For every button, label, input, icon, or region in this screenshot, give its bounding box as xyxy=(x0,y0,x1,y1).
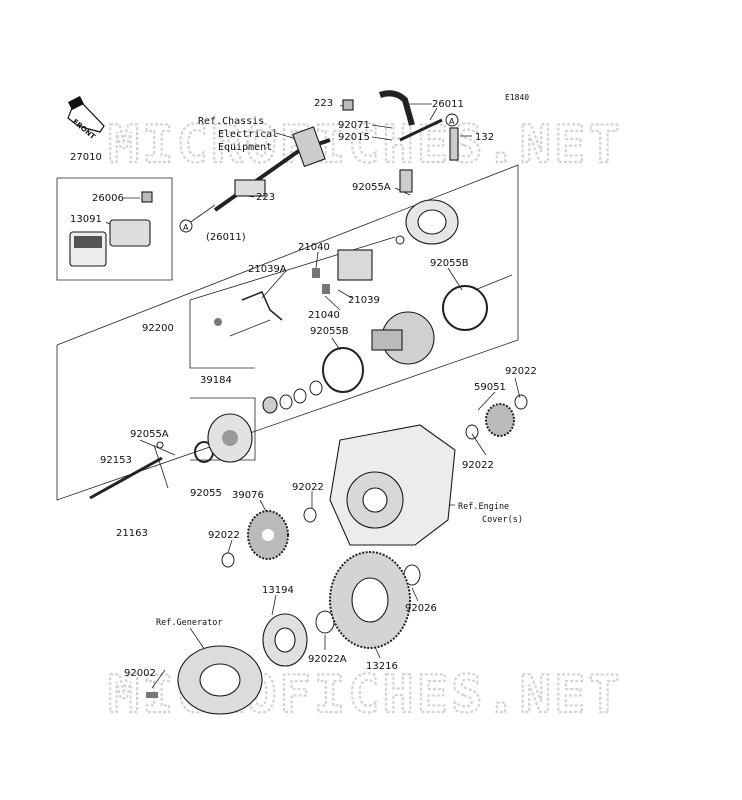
watermark-top: MICROFICHES.NET xyxy=(108,115,623,175)
svg-text:Cover(s): Cover(s) xyxy=(482,515,523,525)
part-label: 92055B xyxy=(310,326,349,337)
part-label: 59051 xyxy=(474,382,506,393)
part-label: 92022 xyxy=(462,460,494,471)
part-label: 26011 xyxy=(432,99,464,110)
part-label: (26011) xyxy=(206,232,246,243)
part-label: 92153 xyxy=(100,455,132,466)
part-label: 39184 xyxy=(200,375,232,386)
idle-gear-39076-icon xyxy=(247,510,289,560)
part-label: 92055A xyxy=(352,182,391,193)
armature-icon xyxy=(371,311,435,365)
svg-text:Electrical: Electrical xyxy=(218,129,278,140)
one-way-clutch-13194-icon xyxy=(262,613,308,667)
bolt-icon xyxy=(342,99,459,161)
part-label: 92022 xyxy=(505,366,537,377)
part-label: 92071 xyxy=(338,120,370,131)
relay-26006-icon xyxy=(109,191,153,247)
engine-cover-icon xyxy=(329,424,456,546)
marker-a-icon: A xyxy=(179,219,193,233)
part-label: 92026 xyxy=(405,603,437,614)
svg-text:Equipment: Equipment xyxy=(218,142,272,153)
part-label: 132 xyxy=(475,132,494,143)
gear-59051-icon xyxy=(485,403,515,437)
diagram-code: E1840 xyxy=(505,93,529,102)
part-label: 27010 xyxy=(70,152,102,163)
brush-plate-icon xyxy=(399,169,459,245)
part-label: 21039 xyxy=(348,295,380,306)
through-bolt-icon xyxy=(89,456,163,500)
part-label: 223 xyxy=(256,192,275,203)
part-labels: 223 26011 92071 92015 132 27010 26006 22… xyxy=(70,98,537,679)
part-label: 21163 xyxy=(116,528,148,539)
part-label: 92055A xyxy=(130,429,169,440)
front-arrow-icon: FRONT xyxy=(67,96,105,141)
svg-text:A: A xyxy=(183,223,189,232)
part-label: 92015 xyxy=(338,132,370,143)
part-label: 21040 xyxy=(298,242,330,253)
part-label: 39076 xyxy=(232,490,264,501)
starter-cable-icon xyxy=(213,90,443,212)
part-label: 21040 xyxy=(308,310,340,321)
part-label: 92022 xyxy=(208,530,240,541)
svg-text:Ref.Engine: Ref.Engine xyxy=(458,502,509,512)
oring-icon xyxy=(156,235,488,463)
clutch-13216-icon xyxy=(329,551,411,649)
part-label: 13091 xyxy=(70,214,102,225)
ref-engine-label: Ref.Engine Cover(s) xyxy=(458,502,523,525)
svg-text:Ref.Chassis: Ref.Chassis xyxy=(198,116,264,127)
part-label: 92055 xyxy=(190,488,222,499)
ref-generator-label: Ref.Generator xyxy=(156,618,223,628)
part-label: 92200 xyxy=(142,323,174,334)
part-label: 21039A xyxy=(248,264,287,275)
part-label: 26006 xyxy=(92,193,124,204)
part-label: 92022 xyxy=(292,482,324,493)
part-label: 92022A xyxy=(308,654,347,665)
part-label: 13194 xyxy=(262,585,294,596)
washer-icon xyxy=(221,380,528,634)
part-label: 92055B xyxy=(430,258,469,269)
part-label: 92002 xyxy=(124,668,156,679)
svg-text:A: A xyxy=(449,117,455,126)
ref-chassis-label: Ref.Chassis Electrical Equipment xyxy=(198,116,278,153)
end-cover-icon xyxy=(207,413,253,463)
brush-holder-icon xyxy=(214,249,373,326)
generator-rotor-icon xyxy=(146,645,263,715)
part-label: 13216 xyxy=(366,661,398,672)
part-label: 223 xyxy=(314,98,333,109)
relay-13091-icon xyxy=(69,231,107,267)
marker-a-icon: A xyxy=(445,113,459,127)
